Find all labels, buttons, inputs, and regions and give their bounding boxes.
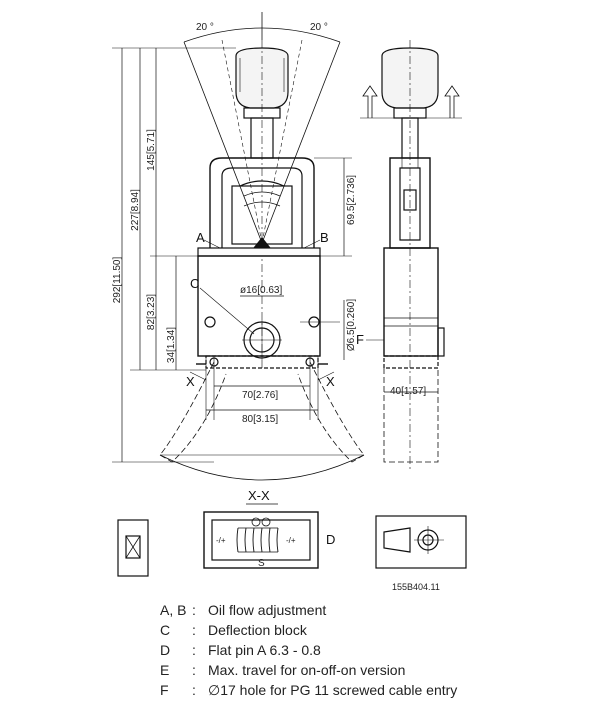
marker-x-right: X xyxy=(326,374,335,389)
legend-colon: : xyxy=(192,662,196,678)
legend-key: F xyxy=(160,682,169,698)
legend-row-f: F : ∅17 hole for PG 11 screwed cable ent… xyxy=(160,680,600,700)
marker-c: C xyxy=(190,276,199,291)
marker-a: A xyxy=(196,230,205,245)
legend: A, B : Oil flow adjustment C : Deflectio… xyxy=(160,600,600,700)
legend-text: Deflection block xyxy=(208,622,307,638)
section-x-x xyxy=(203,503,319,569)
marker-f: F xyxy=(356,332,364,347)
drawing-labels: 20 ° 20 ° 292[11.50] 227[8.94] 145[5.71]… xyxy=(112,22,426,569)
legend-row-a-b: A, B : Oil flow adjustment xyxy=(160,600,600,620)
dim-width-70: 70[2.76] xyxy=(242,390,278,401)
section-right-sign: -/+ xyxy=(286,536,296,545)
marker-d: D xyxy=(326,532,335,547)
legend-colon: : xyxy=(192,622,196,638)
legend-text: ∅17 hole for PG 11 screwed cable entry xyxy=(208,682,458,698)
legend-colon: : xyxy=(192,642,196,658)
angle-left-label: 20 ° xyxy=(196,22,214,33)
marker-x-left: X xyxy=(186,374,195,389)
legend-colon: : xyxy=(192,602,196,618)
section-label: X-X xyxy=(248,488,270,503)
legend-key: C xyxy=(160,622,171,638)
legend-row-d: D : Flat pin A 6.3 - 0.8 xyxy=(160,640,600,660)
legend-text: Max. travel for on-off-on version xyxy=(208,662,406,678)
front-view xyxy=(112,12,365,481)
flat-pin-detail xyxy=(117,519,149,577)
dim-height-34: 34[1.34] xyxy=(166,327,177,363)
legend-key: E xyxy=(160,662,170,678)
section-s-label: S xyxy=(258,558,265,569)
angle-right-label: 20 ° xyxy=(310,22,328,33)
dim-width-40: 40[1.57] xyxy=(390,386,426,397)
dim-height-82: 82[3.23] xyxy=(146,294,157,330)
marker-b: B xyxy=(320,230,329,245)
legend-row-c: C : Deflection block xyxy=(160,620,600,640)
legend-text: Oil flow adjustment xyxy=(208,602,327,618)
legend-key: D xyxy=(160,642,171,658)
dim-height-69: 69.5[2.736] xyxy=(346,175,357,225)
dim-height-145: 145[5.71] xyxy=(146,129,157,171)
section-left-sign: -/+ xyxy=(216,536,226,545)
legend-text: Flat pin A 6.3 - 0.8 xyxy=(208,642,321,658)
dim-total-height: 292[11.50] xyxy=(112,257,123,304)
cable-entry-detail xyxy=(375,515,467,569)
dim-dia-16: ø16[0.63] xyxy=(240,285,282,296)
legend-row-e: E : Max. travel for on-off-on version xyxy=(160,660,600,680)
legend-key: A, B xyxy=(160,602,187,618)
drawing-number: 155B404.11 xyxy=(392,582,440,592)
dim-height-227: 227[8.94] xyxy=(130,189,141,231)
dim-width-80: 80[3.15] xyxy=(242,414,278,425)
dim-dia-6: Ø6.5[0.260] xyxy=(346,299,357,351)
legend-colon: : xyxy=(192,682,196,698)
side-view xyxy=(360,40,462,470)
